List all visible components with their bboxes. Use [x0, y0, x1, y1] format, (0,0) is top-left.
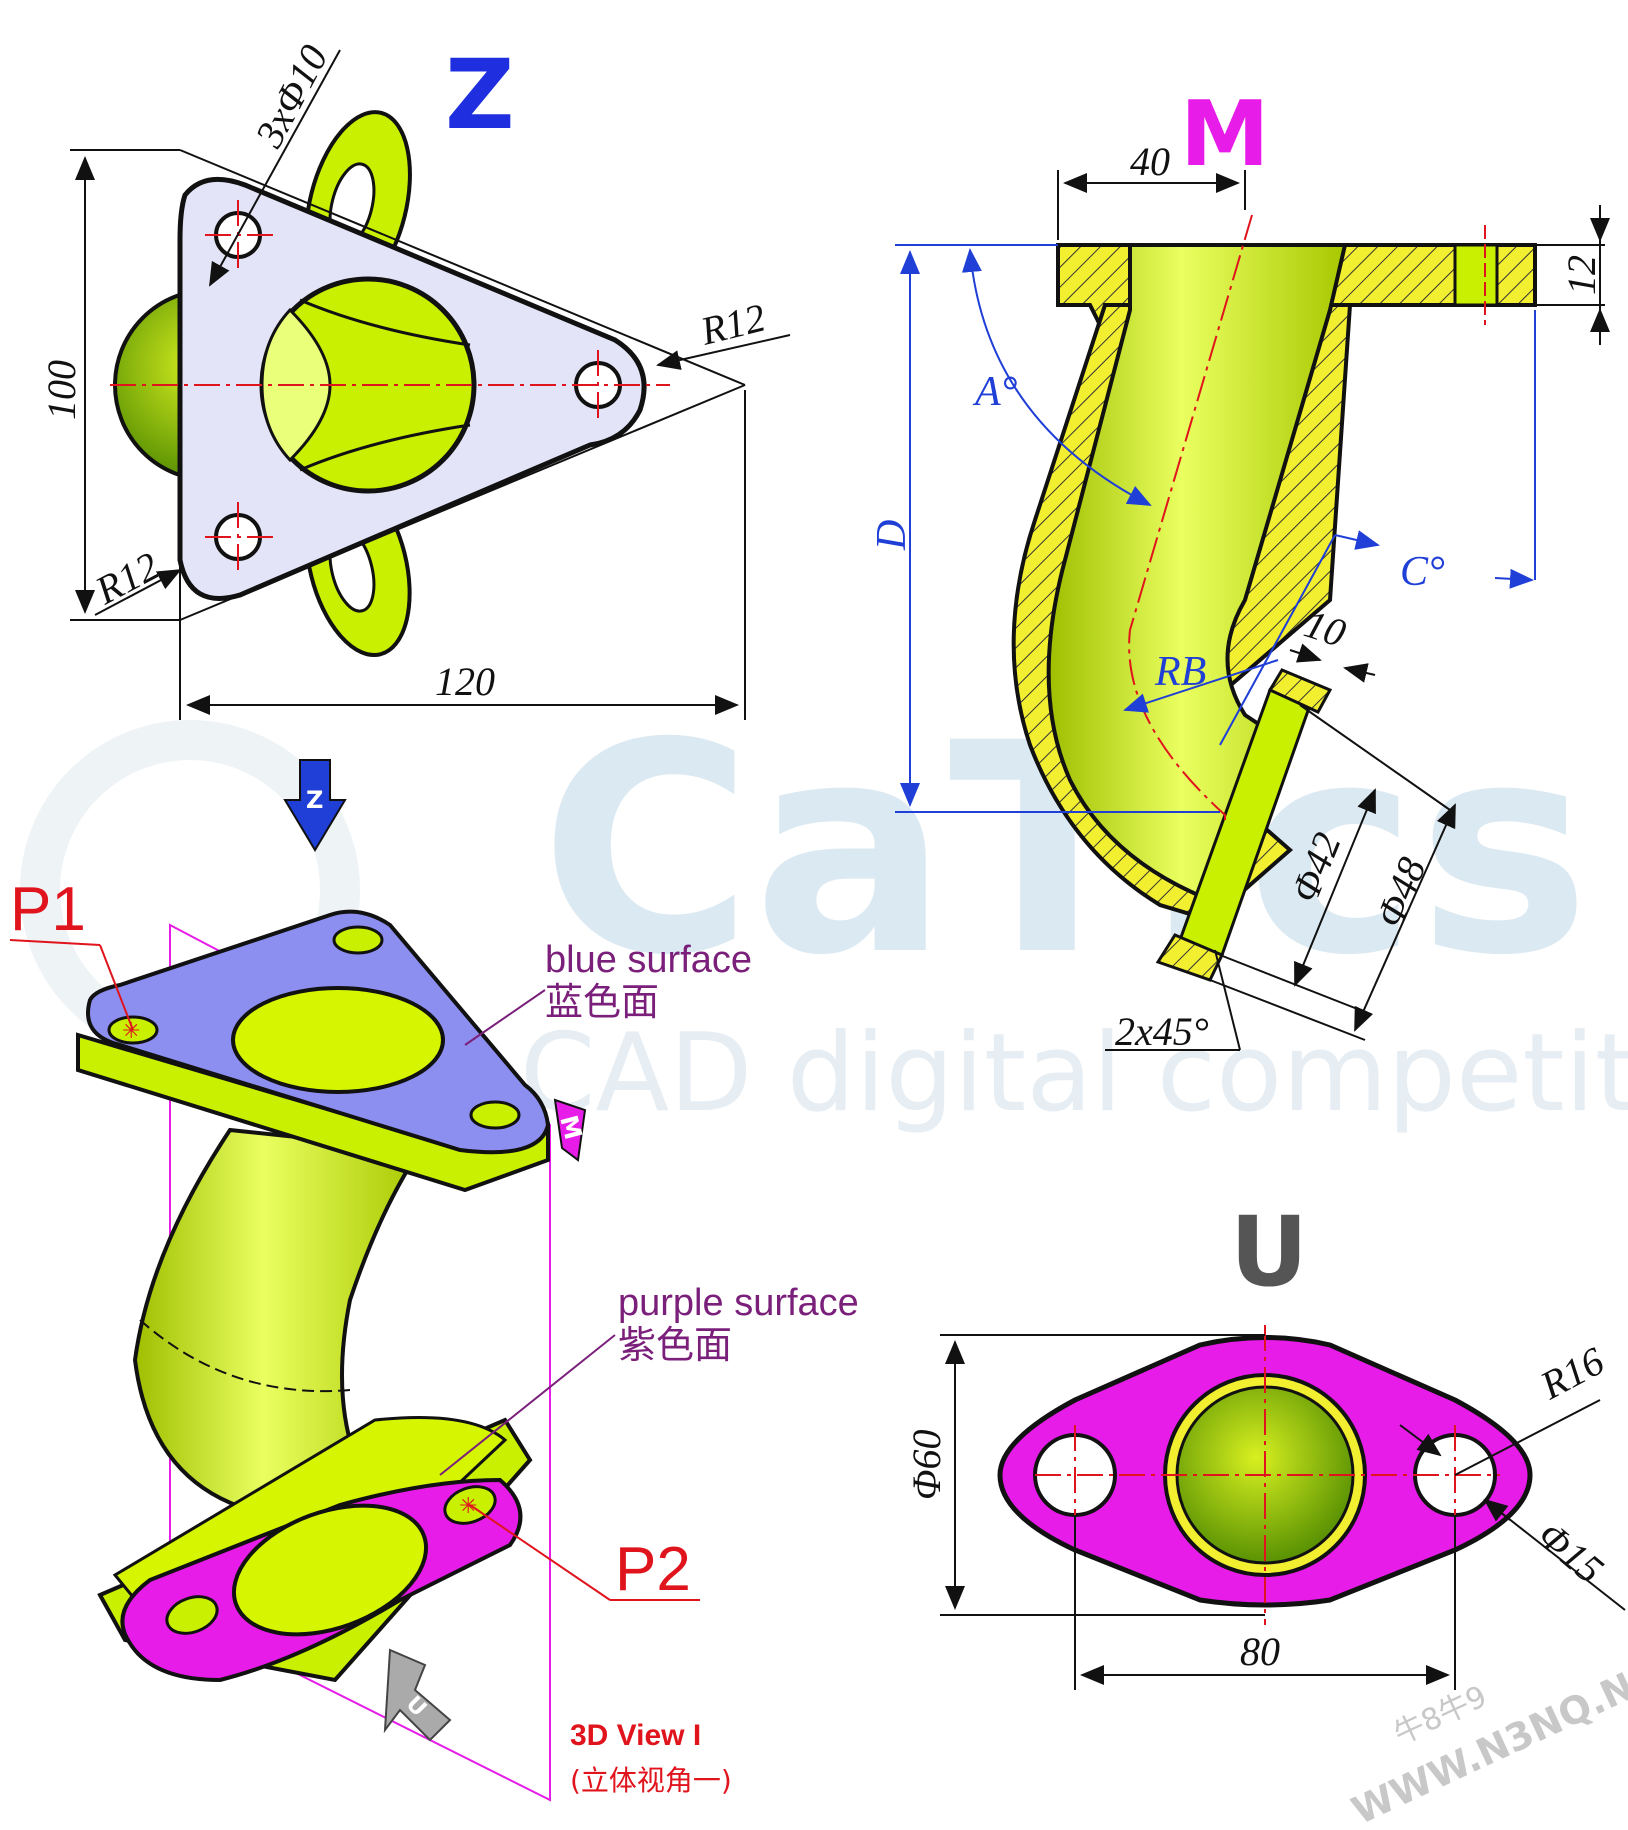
view-u-letter: U [1230, 1196, 1308, 1308]
view-3d: Z ✳ M ✳ U [9, 759, 859, 1802]
bore-edge-line [299, 423, 471, 472]
dim-depth-d: D [869, 520, 915, 551]
dim-u-hole-15: Φ15 [1529, 1512, 1612, 1592]
dim-radius-rb: RB [1154, 649, 1206, 695]
top-bore [231, 986, 445, 1094]
view-z-arrow-label: Z [306, 786, 323, 814]
site-watermark-url: WWW.N3NQ.NET [1345, 1642, 1628, 1830]
label-purple-surface-cn: 紫色面 [618, 1325, 732, 1367]
view-z: Z [39, 38, 791, 720]
view-u-arrow-icon: U [383, 1648, 452, 1742]
view-m-blue-dimensions [895, 244, 1536, 813]
view-m-black-dimensions [1057, 170, 1610, 1051]
dim-width-120: 120 [435, 659, 495, 704]
bottom-bore [231, 1503, 429, 1637]
view-m: M D A° C° RB [869, 82, 1610, 1054]
dim-r12-right: R12 [695, 294, 769, 353]
bottom-flange-chamfer-top [1267, 668, 1333, 714]
site-watermark: 牛8牛9 WWW.N3NQ.NET [1345, 1642, 1628, 1830]
view-m-marker-icon: M [553, 1098, 587, 1162]
dim-holes-3x-phi10: 3xΦ10 [246, 38, 337, 156]
view-z-centerlines [110, 200, 670, 572]
label-p2: P2 [615, 1535, 691, 1604]
point-leaders [9, 939, 700, 1601]
tube-tangent-line [139, 1319, 351, 1393]
bore-edge-line [299, 298, 471, 347]
dim-offset-40: 40 [1130, 139, 1170, 184]
top-flange-hole [469, 1100, 521, 1130]
p2-marker-icon: ✳ [459, 1493, 477, 1518]
dim-thickness-12: 12 [1559, 255, 1604, 295]
watermark-subtitle: CAD digital competition [520, 1011, 1628, 1136]
label-purple-surface: purple surface [618, 1282, 859, 1324]
top-flange-hole [332, 925, 384, 955]
view-3d-title: 3D View I [570, 1719, 701, 1752]
dim-r12-left: R12 [87, 543, 166, 613]
surface-leaders [439, 989, 616, 1476]
dim-u-spacing-80: 80 [1240, 1629, 1280, 1674]
p1-marker-icon: ✳ [122, 1018, 140, 1043]
label-blue-surface-cn: 蓝色面 [545, 982, 659, 1024]
view-u: U Φ60 R16 Φ15 80 [904, 1196, 1626, 1690]
dim-u-height-60: Φ60 [904, 1430, 949, 1500]
view-m-letter: M [1180, 82, 1270, 187]
view-3d-title-cn: (立体视角一) [570, 1764, 732, 1797]
pipe-centerline [1128, 214, 1253, 820]
dim-angle-a: A° [972, 369, 1018, 415]
view-z-letter: Z [445, 39, 515, 151]
dim-angle-c: C° [1400, 549, 1445, 595]
flange-bolt-hole-section [1453, 243, 1499, 307]
dim-chamfer-2x45: 2x45° [1115, 1009, 1209, 1054]
dim-height-100: 100 [39, 360, 84, 420]
view-z-arrow-icon: Z [283, 759, 347, 852]
label-blue-surface: blue surface [545, 939, 752, 981]
label-p1: P1 [10, 875, 86, 944]
view-z-dimensions [70, 49, 791, 720]
dim-u-r16: R16 [1532, 1338, 1611, 1408]
view-u-dimensions [940, 1334, 1626, 1690]
bottom-flange-hole [165, 1595, 219, 1635]
